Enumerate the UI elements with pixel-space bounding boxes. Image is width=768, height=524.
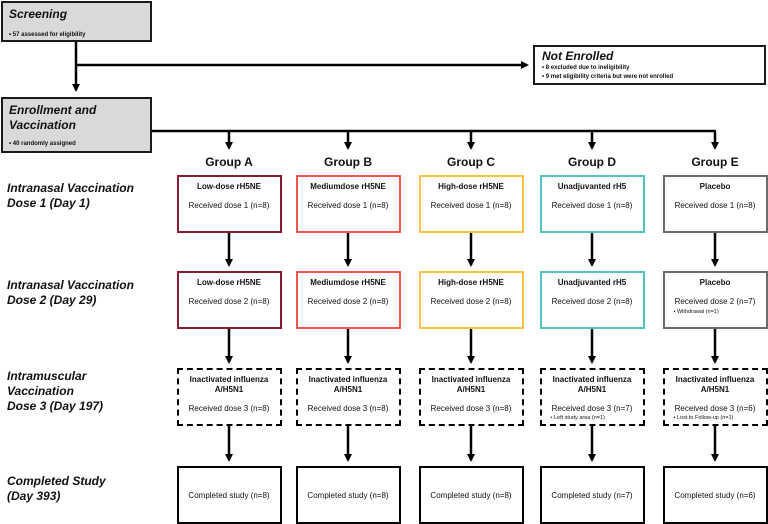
dose1-received: Received dose 1 (n=8) [188,201,270,210]
dose2-title: High-dose rH5NE [438,278,504,287]
enrollment-title: Enrollment and Vaccination [9,103,97,132]
row-label-dose1: Intranasal Vaccination Dose 1 (Day 1) [7,181,134,210]
completed-box-group-e: Completed study (n=6) [662,466,768,524]
dose1-title: Mediumdose rH5NE [310,182,386,191]
dose1-box-group-a: Low-dose rH5NE Received dose 1 (n=8) [176,175,282,233]
dose2-box-group-b: Mediumdose rH5NE Received dose 2 (n=8) [295,271,401,329]
dose3-received: Received dose 3 (n=6) [674,404,756,413]
dose1-received: Received dose 1 (n=8) [551,201,633,210]
group-header-b: Group B [324,155,372,169]
dose1-title: Placebo [699,182,731,191]
dose1-received: Received dose 1 (n=8) [674,201,756,210]
row-label-dose3: Intramuscular Vaccination Dose 3 (Day 19… [7,369,104,413]
dose3-received: Received dose 3 (n=8) [307,404,389,413]
dose3-note: • Lost to Follow-up (n=1) [673,415,734,421]
row-label-completed: Completed Study (Day 393) [7,474,106,503]
completed-box-group-a: Completed study (n=8) [176,466,282,524]
dose1-title: High-dose rH5NE [438,182,504,191]
screening-note: • 57 assessed for eligibility [9,32,86,38]
dose3-title: Inactivated influenza A/H5N1 [431,375,511,394]
group-header-a: Group A [205,155,253,169]
enrollment-note: • 40 randomly assigned [9,141,76,147]
dose1-title: Unadjuvanted rH5 [557,182,627,191]
completed-box-group-d: Completed study (n=7) [539,466,645,524]
dose1-received: Received dose 1 (n=8) [307,201,389,210]
completed-text: Completed study (n=8) [430,490,512,500]
dose2-title: Placebo [699,278,731,287]
not-enrolled-note-1: • 8 excluded due to ineligibility [542,65,630,71]
dose2-box-group-c: High-dose rH5NE Received dose 2 (n=8) [418,271,524,329]
group-header-e: Group E [691,155,739,169]
completed-box-group-b: Completed study (n=8) [295,466,401,524]
enrollment-box: Enrollment and Vaccination • 40 randomly… [1,97,152,153]
screening-title: Screening [9,7,68,21]
dose1-box-group-c: High-dose rH5NE Received dose 1 (n=8) [418,175,524,233]
dose2-received: Received dose 2 (n=8) [430,297,512,306]
dose3-title: Inactivated influenza A/H5N1 [189,375,269,394]
group-header-c: Group C [447,155,495,169]
dose1-title: Low-dose rH5NE [196,182,261,191]
completed-text: Completed study (n=8) [307,490,389,500]
completed-text: Completed study (n=7) [551,490,633,500]
dose2-title: Low-dose rH5NE [196,278,261,287]
completed-box-group-c: Completed study (n=8) [418,466,524,524]
dose2-title: Unadjuvanted rH5 [557,278,627,287]
dose2-received: Received dose 2 (n=8) [551,297,633,306]
not-enrolled-box: Not Enrolled • 8 excluded due to ineligi… [533,45,766,85]
row-label-dose2: Intranasal Vaccination Dose 2 (Day 29) [7,278,134,307]
dose3-received: Received dose 3 (n=8) [430,404,512,413]
dose2-box-group-a: Low-dose rH5NE Received dose 2 (n=8) [176,271,282,329]
dose3-note: • Left study area (n=1) [550,415,605,421]
dose2-note: • Withdrawal (n=1) [673,309,719,315]
dose1-box-group-b: Mediumdose rH5NE Received dose 1 (n=8) [295,175,401,233]
dose3-title: Inactivated influenza A/H5N1 [675,375,755,394]
not-enrolled-note-2: • 9 met eligibility criteria but were no… [542,74,674,80]
dose2-title: Mediumdose rH5NE [310,278,386,287]
group-header-d: Group D [568,155,616,169]
completed-text: Completed study (n=8) [188,490,270,500]
dose2-received: Received dose 2 (n=8) [188,297,270,306]
dose1-received: Received dose 1 (n=8) [430,201,512,210]
screening-box: Screening • 57 assessed for eligibility [1,1,152,42]
not-enrolled-title: Not Enrolled [542,49,614,63]
dose2-received: Received dose 2 (n=7) [674,297,756,306]
dose3-title: Inactivated influenza A/H5N1 [308,375,388,394]
dose3-received: Received dose 3 (n=7) [551,404,633,413]
dose3-title: Inactivated influenza A/H5N1 [552,375,632,394]
dose2-received: Received dose 2 (n=8) [307,297,389,306]
completed-text: Completed study (n=6) [674,490,756,500]
dose3-received: Received dose 3 (n=8) [188,404,270,413]
